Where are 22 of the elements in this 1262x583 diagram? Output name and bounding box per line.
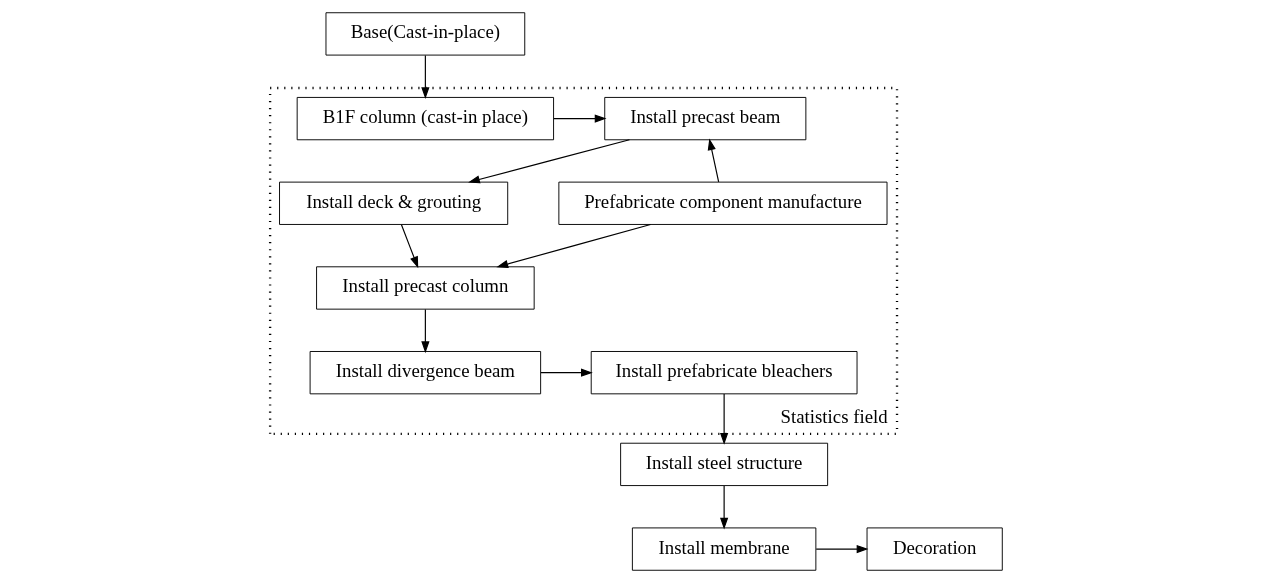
- node-box: Install steel structure: [619, 442, 828, 487]
- arrow: [815, 544, 868, 554]
- node-box: Install deck & grouting: [278, 181, 508, 225]
- arrow: [420, 308, 429, 354]
- node-box: Prefabricate component manufacture: [557, 181, 887, 225]
- arrow: [552, 114, 606, 123]
- node-box: Install precast beam: [603, 96, 806, 141]
- node-box: Install prefabricate bleachers: [590, 351, 857, 395]
- arrow: [707, 138, 719, 183]
- arrow: [719, 485, 728, 530]
- arrow: [495, 223, 651, 268]
- node-box: Base(Cast-in-place): [325, 12, 525, 56]
- arrow: [420, 54, 429, 100]
- node-box: Install precast column: [315, 266, 535, 310]
- node-box: Decoration: [866, 527, 1003, 571]
- node-box: B1F column (cast-in place): [296, 96, 554, 141]
- arrow: [719, 393, 728, 445]
- node-box: Install divergence beam: [309, 351, 541, 395]
- arrow: [400, 224, 418, 269]
- node-box: Install membrane: [631, 527, 816, 571]
- arrow: [539, 368, 593, 377]
- arrow: [467, 139, 630, 184]
